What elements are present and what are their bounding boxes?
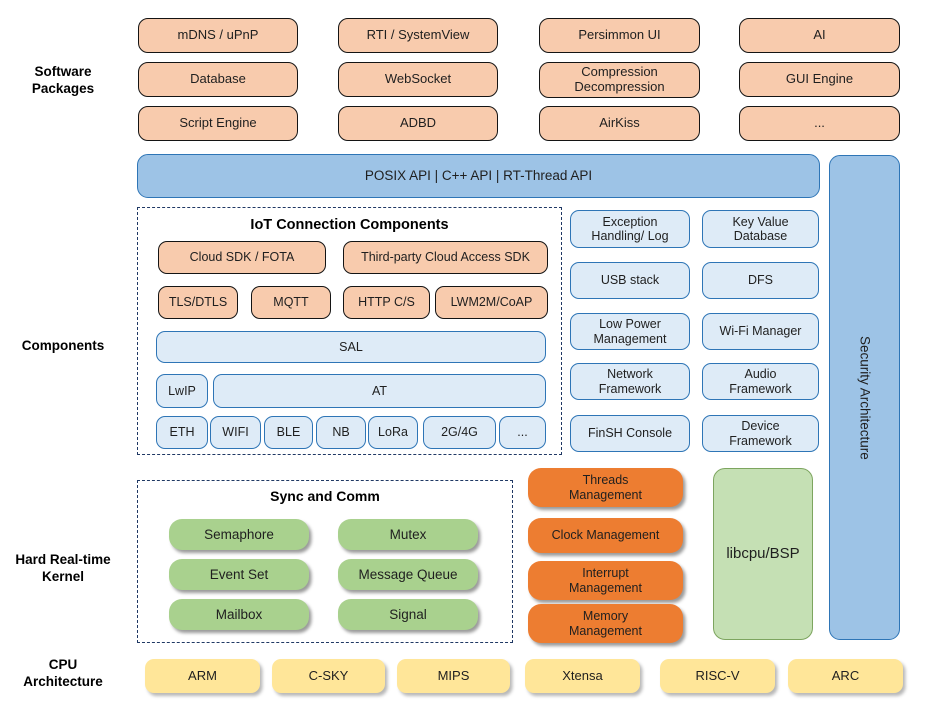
package-box-websocket: WebSocket: [338, 62, 498, 97]
package-box-adbd: ADBD: [338, 106, 498, 141]
kernel-box-message-queue: Message Queue: [338, 559, 478, 590]
kernel-box-event-set: Event Set: [169, 559, 309, 590]
component-box-key-value-db: Key Value Database: [702, 210, 819, 248]
libcpu-bsp-box: libcpu/BSP: [713, 468, 813, 640]
kernel-box-interrupt-management: Interrupt Management: [528, 561, 683, 600]
iot-box-tls-dtls: TLS/DTLS: [158, 286, 238, 319]
cpu-box-xtensa: Xtensa: [525, 659, 640, 693]
package-box-more: ...: [739, 106, 900, 141]
net-box-more: ...: [499, 416, 546, 449]
cpu-box-risc-v: RISC-V: [660, 659, 775, 693]
kernel-box-signal: Signal: [338, 599, 478, 630]
net-box-eth: ETH: [156, 416, 208, 449]
security-architecture-bar: Security Architecture: [829, 155, 900, 640]
net-box-wifi: WIFI: [210, 416, 261, 449]
component-box-usb-stack: USB stack: [570, 262, 690, 299]
package-box-mdns-upnp: mDNS / uPnP: [138, 18, 298, 53]
component-box-wifi-manager: Wi-Fi Manager: [702, 313, 819, 350]
sal-bar: SAL: [156, 331, 546, 363]
iot-box-thirdparty-cloud-sdk: Third-party Cloud Access SDK: [343, 241, 548, 274]
iot-box-lwm2m-coap: LWM2M/CoAP: [435, 286, 548, 319]
package-box-database: Database: [138, 62, 298, 97]
section-label-components: Components: [21, 338, 105, 353]
iot-components-title: IoT Connection Components: [250, 217, 449, 233]
iot-box-mqtt: MQTT: [251, 286, 331, 319]
kernel-box-threads-management: Threads Management: [528, 468, 683, 507]
net-box-2g4g: 2G/4G: [423, 416, 496, 449]
kernel-box-clock-management: Clock Management: [528, 518, 683, 553]
component-box-network-framework: Network Framework: [570, 363, 690, 400]
section-label-cpu: CPU Architecture: [23, 657, 103, 690]
cpu-box-arm: ARM: [145, 659, 260, 693]
package-box-rti-systemview: RTI / SystemView: [338, 18, 498, 53]
kernel-box-memory-management: Memory Management: [528, 604, 683, 643]
iot-connection-components-box: IoT Connection Components Cloud SDK / FO…: [137, 207, 562, 455]
cpu-box-c-sky: C-SKY: [272, 659, 385, 693]
lwip-box: LwIP: [156, 374, 208, 408]
kernel-box-mailbox: Mailbox: [169, 599, 309, 630]
api-bar: POSIX API | C++ API | RT-Thread API: [137, 154, 820, 198]
cpu-box-arc: ARC: [788, 659, 903, 693]
package-box-compression: Compression Decompression: [539, 62, 700, 98]
net-box-lora: LoRa: [368, 416, 418, 449]
package-box-ai: AI: [739, 18, 900, 53]
section-label-kernel: Hard Real-time Kernel: [15, 552, 111, 585]
package-box-gui-engine: GUI Engine: [739, 62, 900, 97]
component-box-dfs: DFS: [702, 262, 819, 299]
sync-and-comm-box: Sync and Comm Semaphore Mutex Event Set …: [137, 480, 513, 643]
section-label-software-packages: Software Packages: [31, 64, 95, 97]
at-bar: AT: [213, 374, 546, 408]
net-box-nb: NB: [316, 416, 366, 449]
component-box-finsh-console: FinSH Console: [570, 415, 690, 452]
sync-and-comm-title: Sync and Comm: [270, 488, 380, 504]
cpu-box-mips: MIPS: [397, 659, 510, 693]
component-box-audio-framework: Audio Framework: [702, 363, 819, 400]
component-box-low-power: Low Power Management: [570, 313, 690, 350]
net-box-ble: BLE: [264, 416, 313, 449]
package-box-airkiss: AirKiss: [539, 106, 700, 141]
iot-box-http-cs: HTTP C/S: [343, 286, 430, 319]
component-box-exception-log: Exception Handling/ Log: [570, 210, 690, 248]
kernel-box-semaphore: Semaphore: [169, 519, 309, 550]
iot-box-cloud-sdk-fota: Cloud SDK / FOTA: [158, 241, 326, 274]
package-box-persimmon-ui: Persimmon UI: [539, 18, 700, 53]
component-box-device-framework: Device Framework: [702, 415, 819, 452]
kernel-box-mutex: Mutex: [338, 519, 478, 550]
package-box-script-engine: Script Engine: [138, 106, 298, 141]
